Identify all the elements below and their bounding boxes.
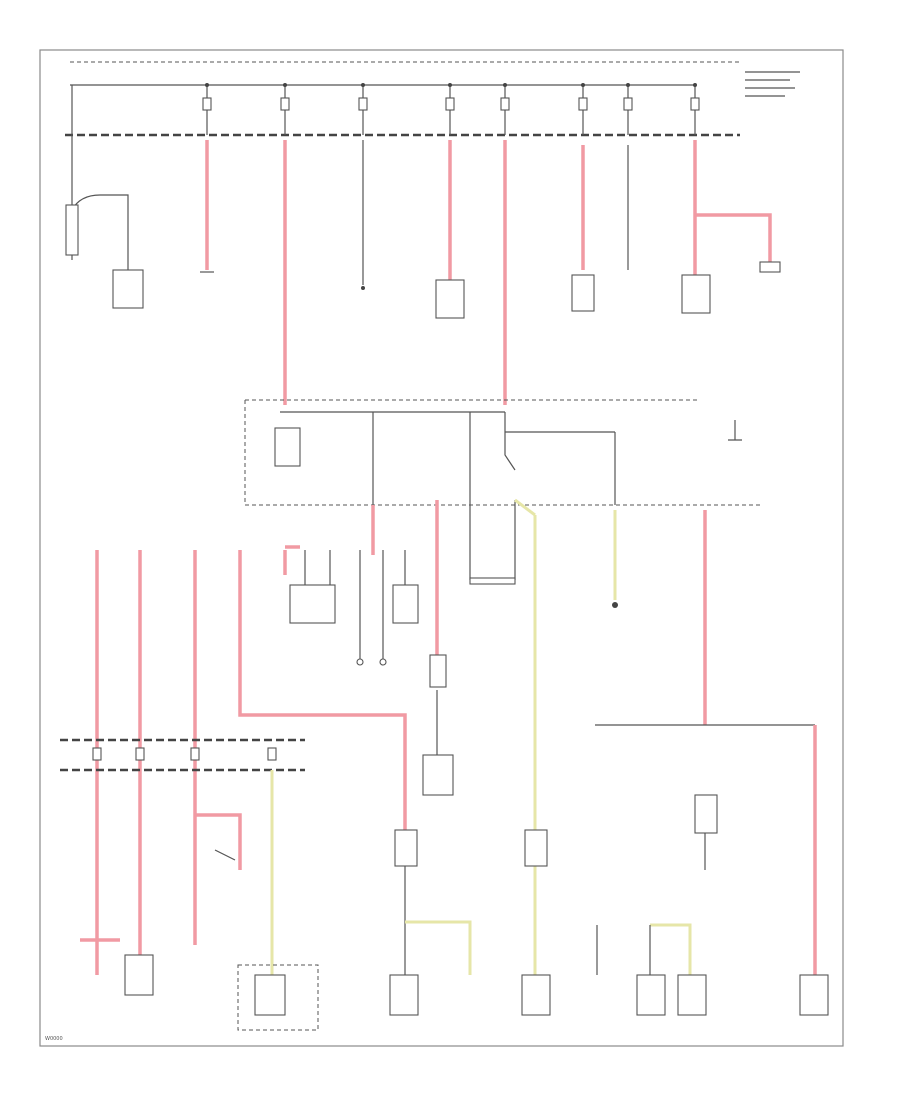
battery-starter-circuit <box>65 85 144 309</box>
lower-right-components <box>595 724 829 1016</box>
fuse-1 <box>202 83 212 135</box>
lower-left-components <box>80 770 319 1031</box>
lower-fuses <box>92 747 277 761</box>
fuse-8 <box>690 83 700 135</box>
fuse-3 <box>358 83 368 135</box>
relay-box-outputs <box>371 498 707 975</box>
top-gray-wires <box>362 140 629 285</box>
mid-left-components <box>289 550 454 796</box>
mid-left-wires <box>95 545 407 975</box>
fuse-7 <box>623 83 633 135</box>
fuse-4 <box>445 83 455 135</box>
fuse-2 <box>280 83 290 135</box>
fuse-6 <box>578 83 588 135</box>
top-red-wires <box>205 140 772 405</box>
central-relay-box <box>244 399 760 506</box>
top-components <box>200 261 781 319</box>
lower-middle-components <box>389 829 598 1016</box>
fuse-5 <box>500 83 510 135</box>
figure-id: W0000 <box>45 1036 63 1042</box>
fuse-box-label <box>745 71 800 97</box>
diagram-frame <box>39 49 844 1047</box>
top-fuse-drops <box>202 83 700 135</box>
